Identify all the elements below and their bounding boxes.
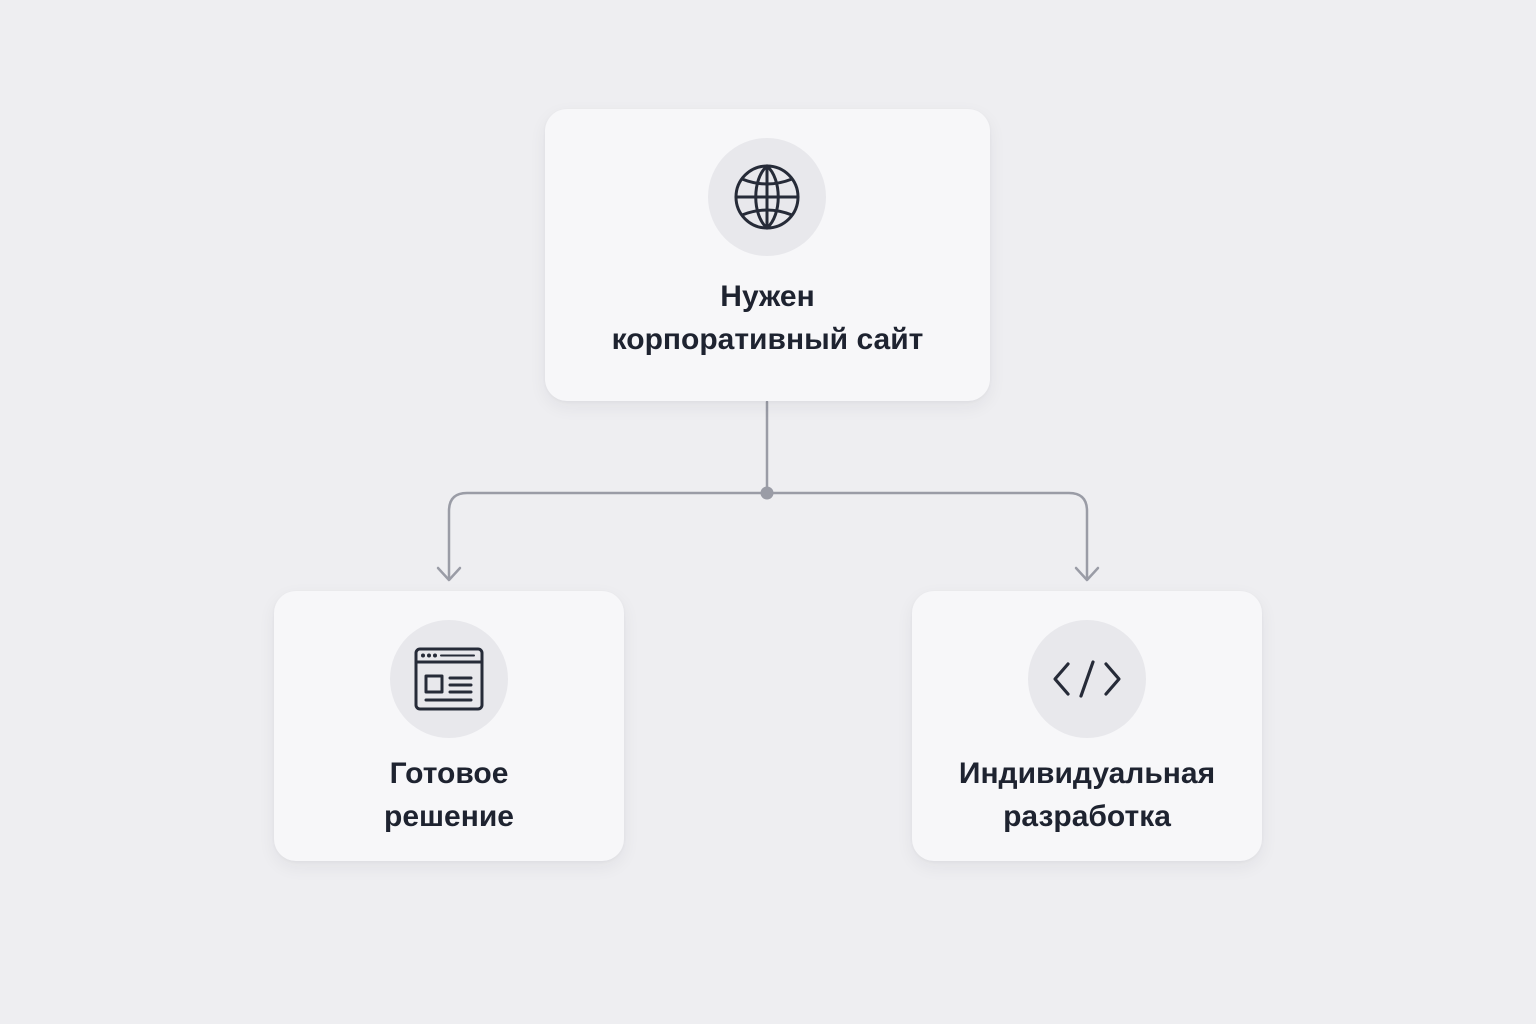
browser-window-icon-badge	[390, 620, 508, 738]
root-label-line-1: Нужен	[720, 280, 815, 313]
custom-development-label-line-2: разработка	[1003, 800, 1171, 833]
connector-right-branch	[765, 491, 1089, 580]
arrowhead-right	[1074, 566, 1100, 582]
globe-icon	[734, 164, 800, 230]
custom-development-card[interactable]: Индивидуальная разработка	[912, 591, 1262, 861]
arrowhead-left	[436, 566, 462, 582]
ready-solution-card[interactable]: Готовое решение	[274, 591, 624, 861]
root-label-line-2: корпоративный сайт	[611, 323, 924, 356]
custom-development-label: Индивидуальная разработка	[912, 752, 1262, 838]
ready-solution-label-line-2: решение	[384, 800, 514, 833]
ready-solution-label: Готовое решение	[274, 752, 624, 838]
custom-development-label-line-1: Индивидуальная	[958, 757, 1216, 790]
root-node-label: Нужен корпоративный сайт	[545, 275, 990, 361]
globe-icon-badge	[708, 138, 826, 256]
junction-dot	[760, 486, 774, 500]
root-node-card[interactable]: Нужен корпоративный сайт	[545, 109, 990, 401]
browser-window-icon	[414, 647, 484, 711]
connector-left-branch	[447, 491, 769, 580]
ready-solution-label-line-1: Готовое	[389, 757, 509, 790]
code-icon	[1053, 660, 1121, 698]
code-icon-badge	[1028, 620, 1146, 738]
